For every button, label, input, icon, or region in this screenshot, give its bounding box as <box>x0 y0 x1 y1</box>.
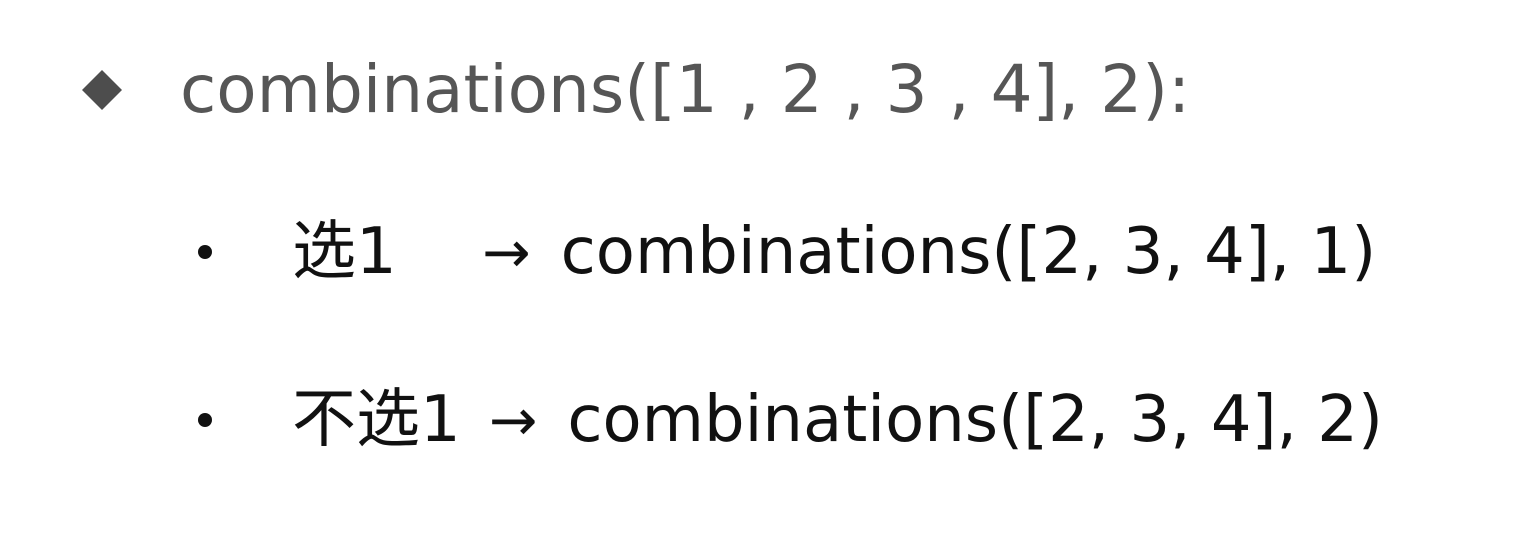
arrow-icon: → <box>488 386 538 454</box>
condition-label: 选1 <box>292 215 397 289</box>
sub-bullet-line-1: 选1 → combinations([2, 3, 4], 1) <box>190 214 1376 290</box>
round-bullet-icon <box>198 245 212 259</box>
recursive-call-text: combinations([2, 3, 4], 2) <box>567 383 1383 457</box>
arrow-icon: → <box>482 218 531 286</box>
sub-bullet-line-2: 不选1 → combinations([2, 3, 4], 2) <box>190 382 1383 458</box>
main-heading-text: combinations([1 , 2 , 3 , 4], 2): <box>180 51 1191 128</box>
recursive-call-text: combinations([2, 3, 4], 1) <box>560 215 1377 289</box>
main-bullet-line: combinations([1 , 2 , 3 , 4], 2): <box>72 52 1190 128</box>
round-bullet-icon <box>198 413 212 427</box>
diamond-bullet-icon <box>82 70 122 110</box>
condition-label: 不选1 <box>292 383 461 457</box>
